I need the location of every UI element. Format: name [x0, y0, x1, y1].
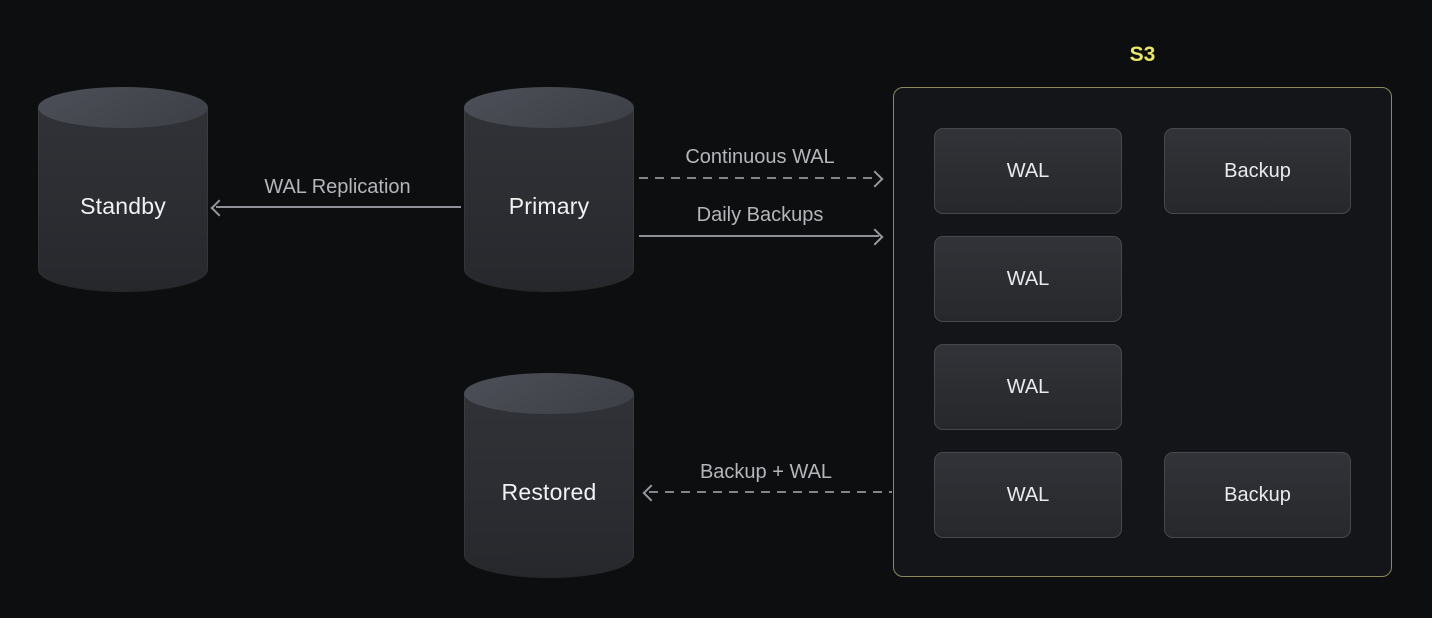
arrow-line — [639, 235, 879, 237]
node-primary: Primary — [464, 87, 634, 291]
database-cylinder-body — [464, 393, 634, 577]
database-cylinder-body — [38, 107, 208, 291]
arrow-wal-replication-label: WAL Replication — [264, 176, 411, 198]
s3-wal-box: WAL — [934, 236, 1122, 322]
s3-title: S3 — [1129, 43, 1156, 66]
s3-wal-box: WAL — [934, 344, 1122, 430]
s3-container: WAL Backup WAL WAL WAL Backup — [893, 87, 1392, 577]
arrow-line — [216, 206, 461, 208]
node-restored-label: Restored — [501, 479, 597, 505]
arrow-daily-backups-label: Daily Backups — [696, 204, 824, 226]
node-standby: Standby — [38, 87, 208, 291]
database-cylinder-body — [464, 107, 634, 291]
arrowhead-left-icon — [210, 199, 228, 217]
database-cylinder-top — [38, 87, 208, 128]
database-cylinder-top — [464, 87, 634, 128]
s3-backup-box: Backup — [1164, 452, 1351, 538]
node-standby-label: Standby — [80, 193, 166, 219]
s3-backup-box: Backup — [1164, 128, 1351, 214]
node-primary-label: Primary — [508, 193, 590, 219]
database-cylinder-top — [464, 373, 634, 414]
s3-wal-box: WAL — [934, 128, 1122, 214]
arrowhead-right-icon — [866, 170, 884, 188]
arrow-line — [639, 177, 879, 179]
s3-wal-box: WAL — [934, 452, 1122, 538]
arrow-backup-wal-label: Backup + WAL — [699, 461, 833, 483]
arrow-line — [649, 491, 892, 493]
arrowhead-right-icon — [866, 228, 884, 246]
node-restored: Restored — [464, 373, 634, 577]
arrowhead-left-icon — [642, 484, 660, 502]
arrow-continuous-wal-label: Continuous WAL — [685, 146, 835, 168]
